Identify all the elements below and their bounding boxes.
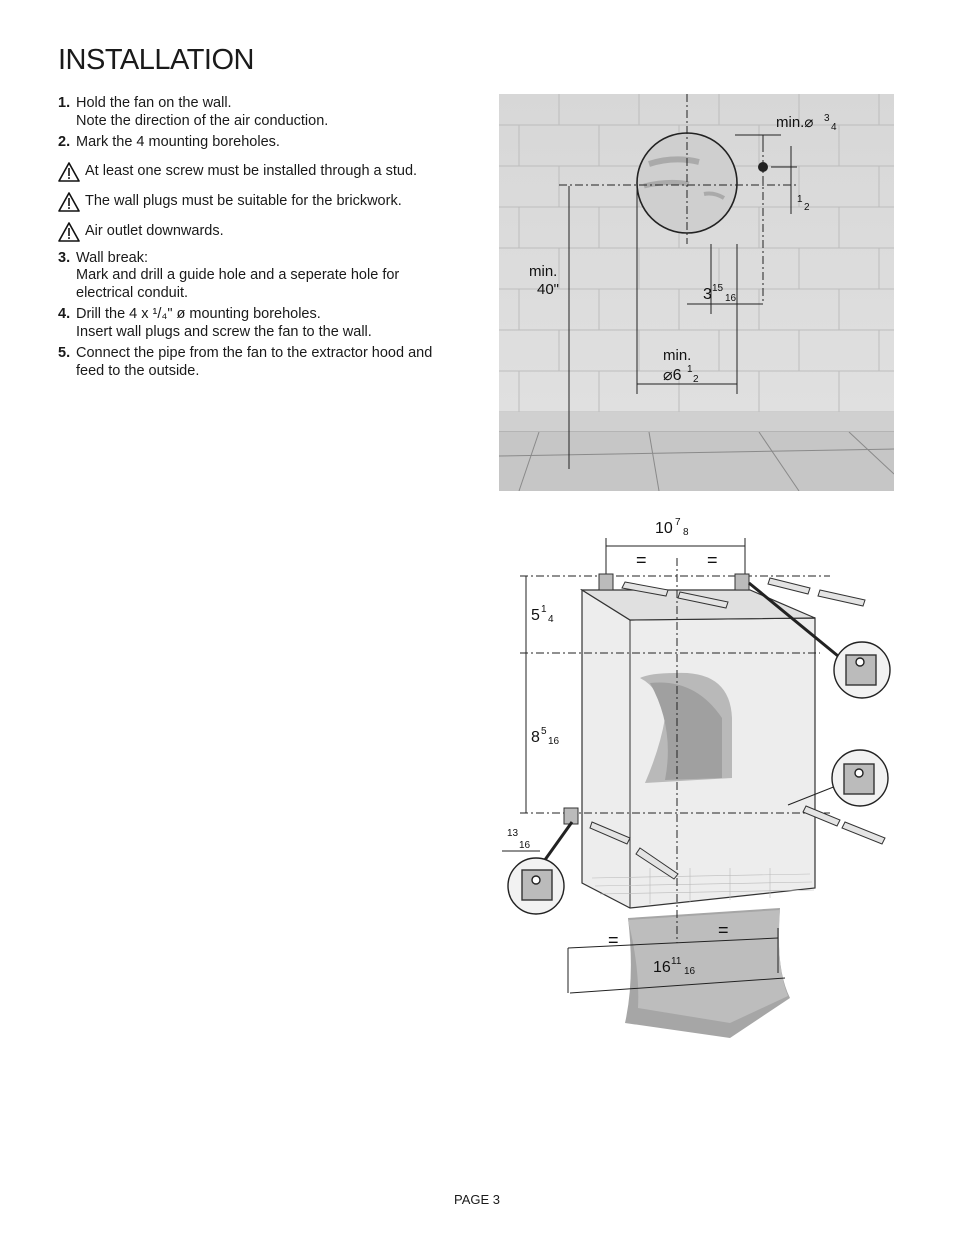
warning-3: Air outlet downwards.: [58, 221, 458, 242]
page-number: PAGE 3: [453, 1192, 500, 1207]
step-text: Mark the 4 mounting boreholes.: [76, 134, 280, 150]
detail-callouts: [507, 581, 891, 915]
lower-height-numerator: 5: [541, 726, 547, 737]
step-text: electrical conduit.: [76, 284, 189, 301]
warning-text: The wall plugs must be suitable for the …: [85, 192, 402, 209]
step-5: 5. Connect the pipe from the fan to the …: [58, 345, 458, 380]
step-text: Connect the pipe from the fan to the ext…: [76, 345, 433, 361]
step-text: Insert wall plugs and screw the fan to t…: [76, 323, 372, 340]
step-text: Mark and drill a guide hole and a sepera…: [76, 267, 400, 283]
duct-diameter-numerator: 1: [687, 364, 693, 375]
upper-height-numerator: 1: [541, 604, 547, 615]
step-text: Note the direction of the air conduction…: [76, 112, 329, 129]
bottom-width-denominator: 16: [684, 966, 696, 977]
step-number: 3.: [58, 249, 71, 266]
top-width-denominator: 8: [683, 527, 689, 538]
top-width-whole: 10: [655, 520, 673, 537]
min-height-label: min.: [529, 263, 557, 280]
offset-half-numerator: 1: [797, 194, 803, 205]
fan-mounting-illustration: 10 7 8 = = 5 1 4 8 5 16 13 16 = = 16 11 …: [502, 517, 891, 1038]
exhaust-pipe: [625, 908, 790, 1038]
warning-icon: [58, 161, 80, 182]
mounting-screws: [563, 573, 886, 880]
fan-housing: [579, 588, 816, 909]
warning-2: The wall plugs must be suitable for the …: [58, 191, 458, 212]
bottom-width-numerator: 11: [671, 956, 682, 967]
dimension-lines: [502, 538, 830, 994]
step-text: Wall break:: [76, 249, 148, 266]
step-text: feed to the outside.: [76, 362, 200, 379]
step-4: 4. Drill the 4 x ¹/₄" ø mounting borehol…: [58, 306, 458, 341]
floor-baseboard: [499, 412, 894, 491]
warning-icon: [58, 221, 80, 242]
warning-1: At least one screw must be installed thr…: [58, 161, 458, 182]
side-offset-numerator: 15: [712, 283, 724, 294]
side-offset-whole: 3: [703, 286, 712, 303]
upper-height-denominator: 4: [548, 614, 554, 625]
duct-diameter-label: min.: [663, 347, 691, 364]
warning-icon: [58, 191, 80, 212]
step-3: 3. Wall break: Mark and drill a guide ho…: [58, 250, 458, 303]
wall-break-illustration: min.⌀ 3 4 1 2 min. 40" 3 15 16 min. ⌀6 1…: [499, 94, 894, 491]
step-text: Drill the 4 x ¹/₄" ø mounting boreholes.: [76, 306, 321, 322]
top-width-numerator: 7: [675, 517, 681, 528]
offset-half-denominator: 2: [804, 202, 810, 213]
lower-height-whole: 8: [531, 729, 540, 746]
hole-diameter-numerator: 3: [824, 113, 830, 124]
step-number: 5.: [58, 345, 71, 361]
duct-diameter-denominator: 2: [693, 374, 699, 385]
side-offset-denominator: 16: [519, 840, 531, 851]
step-1: 1. Hold the fan on the wall. Note the di…: [58, 95, 458, 130]
equal-sign: =: [718, 920, 729, 940]
step-number: 2.: [58, 134, 71, 150]
warning-text: Air outlet downwards.: [85, 222, 224, 239]
step-number: 1.: [58, 95, 71, 111]
step-2: 2. Mark the 4 mounting boreholes.: [58, 134, 458, 152]
equal-sign: =: [707, 550, 718, 570]
instruction-list: 1. Hold the fan on the wall. Note the di…: [58, 95, 458, 384]
upper-height-whole: 5: [531, 607, 540, 624]
min-height-value: 40": [537, 281, 559, 298]
side-offset-denominator: 16: [725, 293, 737, 304]
equal-sign: =: [636, 550, 647, 570]
lower-height-denominator: 16: [548, 736, 560, 747]
hole-diameter-label: min.⌀: [776, 114, 813, 131]
warning-text: At least one screw must be installed thr…: [85, 162, 418, 179]
duct-diameter-whole: ⌀6: [663, 367, 682, 384]
page-title: INSTALLATION: [58, 44, 254, 76]
step-number: 4.: [58, 306, 71, 322]
bottom-width-whole: 16: [653, 959, 671, 976]
hole-diameter-denominator: 4: [831, 122, 837, 133]
step-text: Hold the fan on the wall.: [76, 95, 232, 111]
equal-sign: =: [608, 930, 619, 950]
side-offset-numerator: 13: [507, 828, 519, 839]
dimension-lines: [559, 94, 799, 469]
